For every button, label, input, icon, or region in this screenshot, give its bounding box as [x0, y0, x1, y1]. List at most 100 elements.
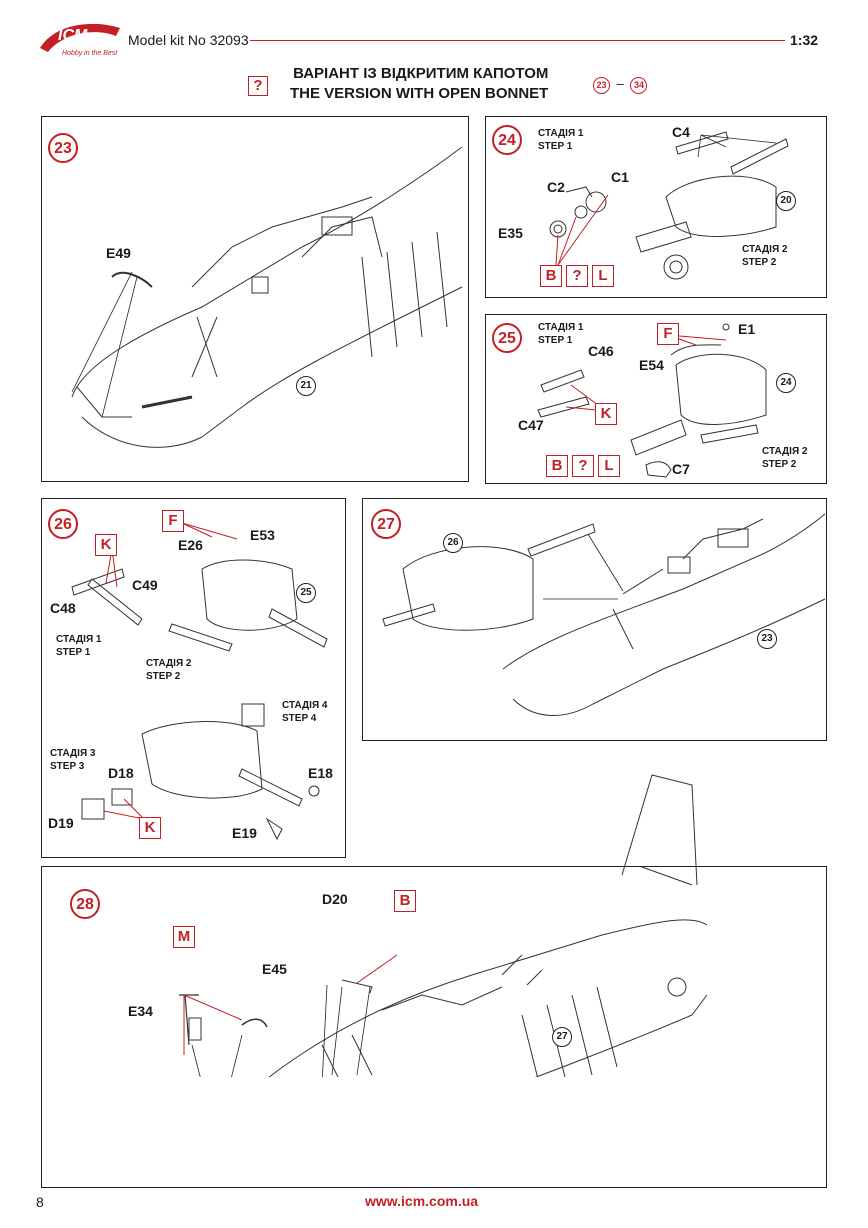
ref-26-circle: 26 — [443, 533, 463, 553]
color-k-box-1: K — [95, 534, 117, 556]
part-e49-label: E49 — [106, 245, 131, 261]
logo-tagline: Hobby in the Best — [62, 50, 118, 57]
color-f-box: F — [657, 323, 679, 345]
variant-marker-box: ? — [248, 76, 268, 96]
step-28-drawing — [179, 774, 708, 1077]
ref-27-circle: 27 — [552, 1027, 572, 1047]
step-26-number: 26 — [48, 509, 78, 539]
logo-text: ICM — [58, 27, 88, 44]
variant-title-ua: ВАРІАНТ ІЗ ВІДКРИТИМ КАПОТОМ — [293, 65, 549, 82]
ref-25-circle: 25 — [296, 583, 316, 603]
step-26-stage2: СТАДІЯ 2 STEP 2 — [146, 657, 191, 683]
step-28-panel: 28 D20 B M E45 E34 27 — [41, 774, 827, 1188]
variant-marker: ? — [248, 76, 268, 96]
stage1-en: STEP 1 — [56, 647, 91, 658]
part-c4-label: C4 — [672, 124, 690, 140]
step-24-drawing — [549, 131, 789, 280]
stage1-ua: СТАДІЯ 1 — [538, 322, 584, 333]
step-24-panel: 24 СТАДІЯ 1 STEP 1 СТАДІЯ 2 STEP 2 C4 C2… — [485, 116, 827, 298]
step-26-panel: 26 F E26 E53 K C49 C48 25 СТАДІЯ 1 STEP … — [41, 498, 346, 858]
step-27-drawing — [382, 513, 826, 716]
header-rule — [250, 40, 785, 41]
step-26-drawing — [71, 522, 328, 841]
stage1-ua: СТАДІЯ 1 — [538, 128, 584, 139]
variant-step-range: 23 – 34 — [593, 76, 648, 94]
footer-url[interactable]: www.icm.com.ua — [365, 1193, 479, 1209]
color-b-box: B — [394, 890, 416, 912]
step-23-number: 23 — [48, 133, 78, 163]
part-e53-label: E53 — [250, 527, 275, 543]
color-b-box: B — [540, 265, 562, 287]
color-k-box: K — [595, 403, 617, 425]
stage4-ua: СТАДІЯ 4 — [282, 700, 328, 711]
part-e19-label: E19 — [232, 825, 257, 841]
part-e35-label: E35 — [498, 225, 523, 241]
part-e26-label: E26 — [178, 537, 203, 553]
color-f-box: F — [162, 510, 184, 532]
step-27-panel: 27 26 23 — [362, 498, 827, 741]
color-q-box: ? — [572, 455, 594, 477]
part-e45-label: E45 — [262, 961, 287, 977]
part-c48-label: C48 — [50, 600, 76, 616]
step-25-number: 25 — [492, 323, 522, 353]
part-c2-label: C2 — [547, 179, 565, 195]
step-24-colors: B ? L — [540, 265, 614, 287]
step-26-stage1: СТАДІЯ 1 STEP 1 — [56, 633, 101, 659]
ref-21-circle: 21 — [296, 376, 316, 396]
color-m-box: M — [173, 926, 195, 948]
stage4-en: STEP 4 — [282, 713, 317, 724]
ref-23-circle: 23 — [757, 629, 777, 649]
part-c49-label: C49 — [132, 577, 158, 593]
icm-logo: ICM Hobby in the Best — [36, 18, 124, 62]
stage2-ua: СТАДІЯ 2 — [762, 446, 808, 457]
stage2-ua: СТАДІЯ 2 — [742, 244, 788, 255]
stage1-ua: СТАДІЯ 1 — [56, 634, 102, 645]
part-e18-label: E18 — [308, 765, 333, 781]
part-e54-label: E54 — [639, 357, 664, 373]
part-d20-label: D20 — [322, 891, 348, 907]
stage2-en: STEP 2 — [742, 257, 777, 268]
ref-24-circle: 24 — [776, 373, 796, 393]
step-27-number: 27 — [371, 509, 401, 539]
variant-title: ВАРІАНТ ІЗ ВІДКРИТИМ КАПОТОМ THE VERSION… — [290, 64, 548, 104]
part-c1-label: C1 — [611, 169, 629, 185]
part-c7-label: C7 — [672, 461, 690, 477]
step-24-number: 24 — [492, 125, 522, 155]
variant-title-en: THE VERSION WITH OPEN BONNET — [290, 85, 549, 102]
color-l-box: L — [592, 265, 614, 287]
page-number: 8 — [36, 1194, 44, 1210]
step-24-stage1: СТАДІЯ 1 STEP 1 — [538, 127, 583, 153]
step-28-number: 28 — [70, 889, 100, 919]
stage1-en: STEP 1 — [538, 335, 573, 346]
part-e34-label: E34 — [128, 1003, 153, 1019]
color-l-box: L — [598, 455, 620, 477]
range-to-circle: 34 — [630, 77, 648, 94]
range-from-circle: 23 — [593, 77, 610, 94]
step-25-stage1: СТАДІЯ 1 STEP 1 — [538, 321, 583, 347]
part-c47-label: C47 — [518, 417, 544, 433]
part-e1-label: E1 — [738, 321, 756, 337]
step-24-stage2: СТАДІЯ 2 STEP 2 — [742, 243, 787, 269]
step-25-panel: 25 СТАДІЯ 1 STEP 1 СТАДІЯ 2 STEP 2 F E1 … — [485, 314, 827, 484]
step-26-stage3: СТАДІЯ 3 STEP 3 — [50, 747, 95, 773]
logo-shape — [40, 23, 120, 52]
ref-20-circle: 20 — [776, 191, 796, 211]
stage2-en: STEP 2 — [146, 671, 181, 682]
step-25-colors: B ? L — [546, 455, 620, 477]
stage2-ua: СТАДІЯ 2 — [146, 658, 192, 669]
stage3-ua: СТАДІЯ 3 — [50, 748, 96, 759]
stage3-en: STEP 3 — [50, 761, 85, 772]
range-separator: – — [616, 76, 624, 91]
part-c46-label: C46 — [588, 343, 614, 359]
part-d18-label: D18 — [108, 765, 134, 781]
step-23-panel: 23 E49 21 — [41, 116, 469, 482]
color-b-box: B — [546, 455, 568, 477]
stage2-en: STEP 2 — [762, 459, 797, 470]
part-d19-label: D19 — [48, 815, 74, 831]
stage1-en: STEP 1 — [538, 141, 573, 152]
step-23-drawing — [71, 146, 463, 448]
step-26-stage4: СТАДІЯ 4 STEP 4 — [282, 699, 327, 725]
color-q-box: ? — [566, 265, 588, 287]
model-kit-number: Model kit No 32093 — [128, 32, 249, 48]
color-k-box-2: K — [139, 817, 161, 839]
